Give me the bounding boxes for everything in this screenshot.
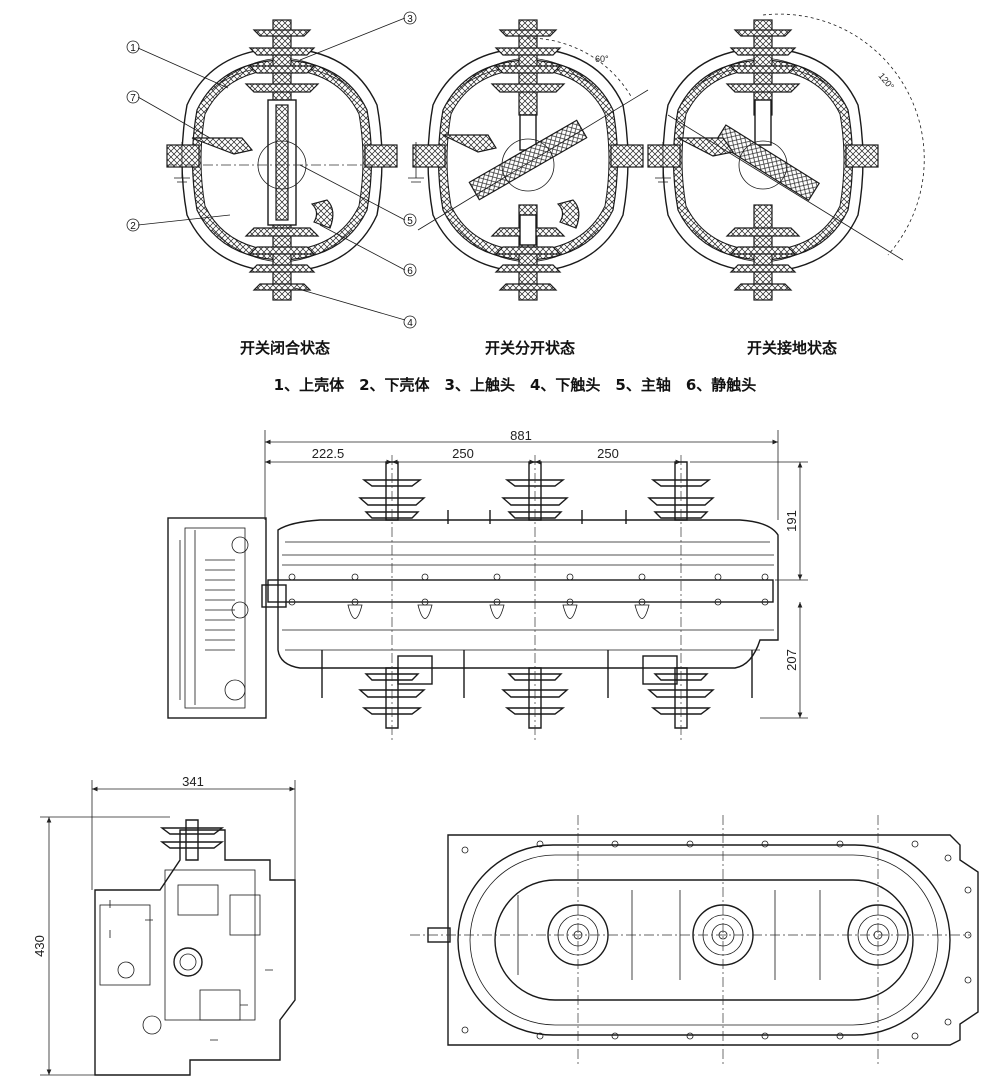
svg-text:2: 2 <box>130 221 136 232</box>
dim-upper-height: 191 <box>784 510 799 532</box>
bottom-bushings <box>358 667 715 729</box>
plan-bolts <box>461 840 972 1040</box>
svg-text:5: 5 <box>407 216 413 227</box>
caption-closed: 开关闭合状态 <box>240 339 330 357</box>
caption-earthed: 开关接地状态 <box>747 339 837 357</box>
teardrops <box>347 604 650 619</box>
callout-1: 1 <box>126 40 140 54</box>
section-view-closed <box>166 19 398 301</box>
callout-4: 4 <box>403 315 417 329</box>
svg-text:4: 4 <box>407 318 413 329</box>
side-view <box>94 819 296 1076</box>
dim-total-width: 881 <box>510 428 532 443</box>
caption-open: 开关分开状态 <box>485 339 575 357</box>
callout-5: 5 <box>403 213 417 227</box>
callout-6: 6 <box>403 263 417 277</box>
top-bushings <box>358 461 715 521</box>
svg-text:1: 1 <box>130 43 136 54</box>
dim-segment-1: 222.5 <box>312 446 345 461</box>
dim-segment-3: 250 <box>597 446 619 461</box>
operating-mechanism <box>167 517 287 719</box>
svg-text:7: 7 <box>130 93 136 104</box>
callout-2: 2 <box>126 218 140 232</box>
bolts-row <box>288 573 769 606</box>
parts-legend: 1、上壳体 2、下壳体 3、上触头 4、下触头 5、主轴 6、静触头 <box>274 376 757 394</box>
section-view-earthed <box>647 13 925 301</box>
front-elevation <box>167 455 779 740</box>
dim-segment-2: 250 <box>452 446 474 461</box>
dim-lower-height: 207 <box>784 649 799 671</box>
side-dimensions: 341 430 <box>32 774 296 1076</box>
plan-view <box>410 815 979 1065</box>
dim-side-width: 341 <box>182 774 204 789</box>
angle-label-earthed: 120° <box>876 71 896 92</box>
svg-text:3: 3 <box>407 14 413 25</box>
front-dimensions: 881 222.5 250 250 191 207 <box>264 428 808 719</box>
dim-side-height: 430 <box>32 935 47 957</box>
svg-text:6: 6 <box>407 266 413 277</box>
angle-label-open: 60° <box>595 54 609 64</box>
part-callouts: 1 7 2 3 5 6 4 <box>126 11 417 329</box>
callout-3: 3 <box>403 11 417 25</box>
section-view-open <box>408 19 649 301</box>
callout-7: 7 <box>126 90 140 104</box>
